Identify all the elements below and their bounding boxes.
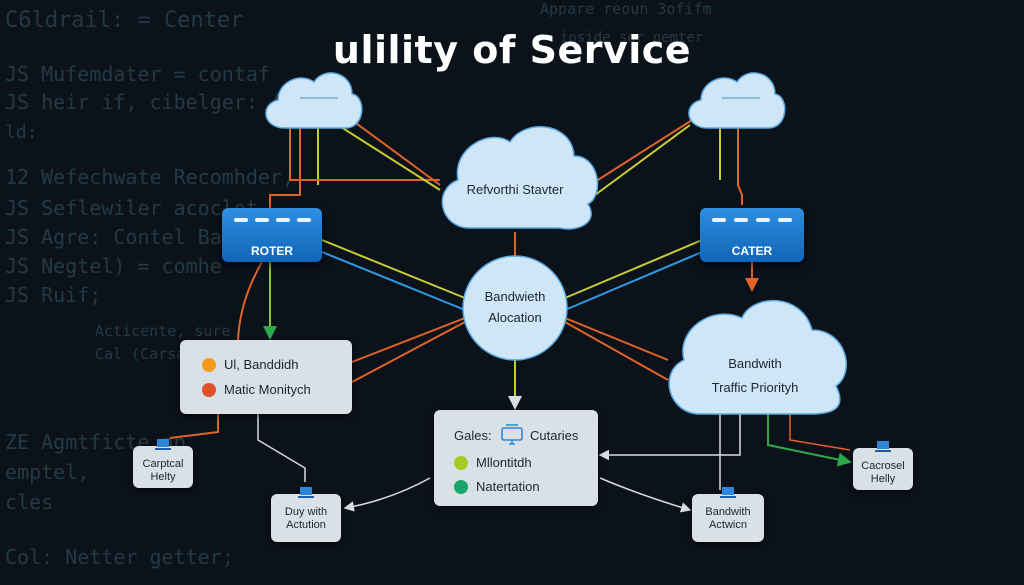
link (321, 251, 466, 311)
center-panel-item-1: Mllontitdh (476, 455, 532, 470)
left-panel-item-1: Ul, Banddidh (224, 357, 299, 372)
traffic-cloud-label-2: Traffic Priorityh (711, 380, 799, 395)
link (344, 114, 441, 186)
link (737, 128, 743, 205)
cloud-bandwidth-traffic (668, 299, 847, 415)
router-left-label: ROTER (251, 244, 293, 258)
link (169, 414, 219, 439)
lime-dot-icon (454, 456, 468, 470)
link (564, 321, 669, 381)
green-dot-icon (454, 480, 468, 494)
center-panel-item-2: Natertation (476, 479, 540, 494)
link (564, 251, 703, 311)
laptop-icon (875, 441, 891, 452)
allocation-label-2: Alocation (488, 310, 542, 325)
cloud-left (265, 72, 363, 129)
link (351, 317, 466, 363)
duty-action-label-1: Duy with (284, 506, 328, 518)
duty-action-node[interactable]: Duy with Actution (271, 487, 341, 542)
bandwidth-action-label-1: Bandwith (705, 506, 751, 518)
center-panel-header-left: Gales: (454, 428, 492, 443)
monitor-network-icon (501, 424, 523, 445)
center-panel[interactable]: Gales: Cutaries Mllontitdh Natertation (434, 410, 598, 506)
cloud-right (688, 72, 786, 129)
link (269, 128, 301, 208)
allocation-label-1: Bandwieth (484, 289, 546, 304)
right-device-node[interactable]: Cacrosel Helly (853, 441, 913, 490)
link (329, 119, 441, 191)
link (599, 477, 692, 513)
link (564, 317, 669, 361)
cloud-center (441, 126, 599, 230)
link (598, 414, 741, 461)
link (789, 414, 851, 451)
link (257, 414, 306, 482)
link (289, 128, 440, 181)
left-device-label-1: Carptcal (142, 458, 184, 470)
laptop-icon (720, 487, 736, 498)
orange-dot-icon (202, 358, 216, 372)
link (594, 124, 691, 196)
traffic-cloud-label-1: Bandwith (728, 356, 782, 371)
center-panel-header-right: Cutaries (530, 428, 579, 443)
left-device-label-2: Helty (150, 471, 176, 483)
link (767, 414, 852, 467)
left-device-node[interactable]: Carptcal Helty (133, 439, 193, 488)
left-panel[interactable]: Ul, Banddidh Matic Monitych (180, 340, 352, 414)
laptop-icon (298, 487, 314, 498)
link (589, 114, 701, 186)
right-device-label-2: Helly (870, 473, 896, 485)
link (351, 321, 466, 383)
center-cloud-label: Refvorthi Stavter (466, 182, 564, 197)
router-right-label: CATER (731, 244, 773, 258)
link (321, 239, 466, 299)
page-title: ulility of Service (332, 28, 692, 72)
router-ports (230, 214, 314, 226)
bandwidth-action-label-2: Actwicn (709, 519, 747, 531)
router-right[interactable]: CATER (700, 208, 804, 262)
duty-action-label-2: Actution (286, 519, 326, 531)
link (564, 239, 703, 299)
red-dot-icon (202, 383, 216, 397)
router-ports (708, 214, 796, 226)
link (343, 477, 431, 512)
link (237, 261, 263, 341)
allocation-node (462, 255, 568, 361)
router-left[interactable]: ROTER (222, 208, 322, 262)
right-device-label-1: Cacrosel (861, 460, 905, 472)
laptop-icon (155, 439, 171, 450)
bandwidth-action-node[interactable]: Bandwith Actwicn (692, 487, 764, 542)
left-panel-item-2: Matic Monitych (224, 382, 311, 397)
